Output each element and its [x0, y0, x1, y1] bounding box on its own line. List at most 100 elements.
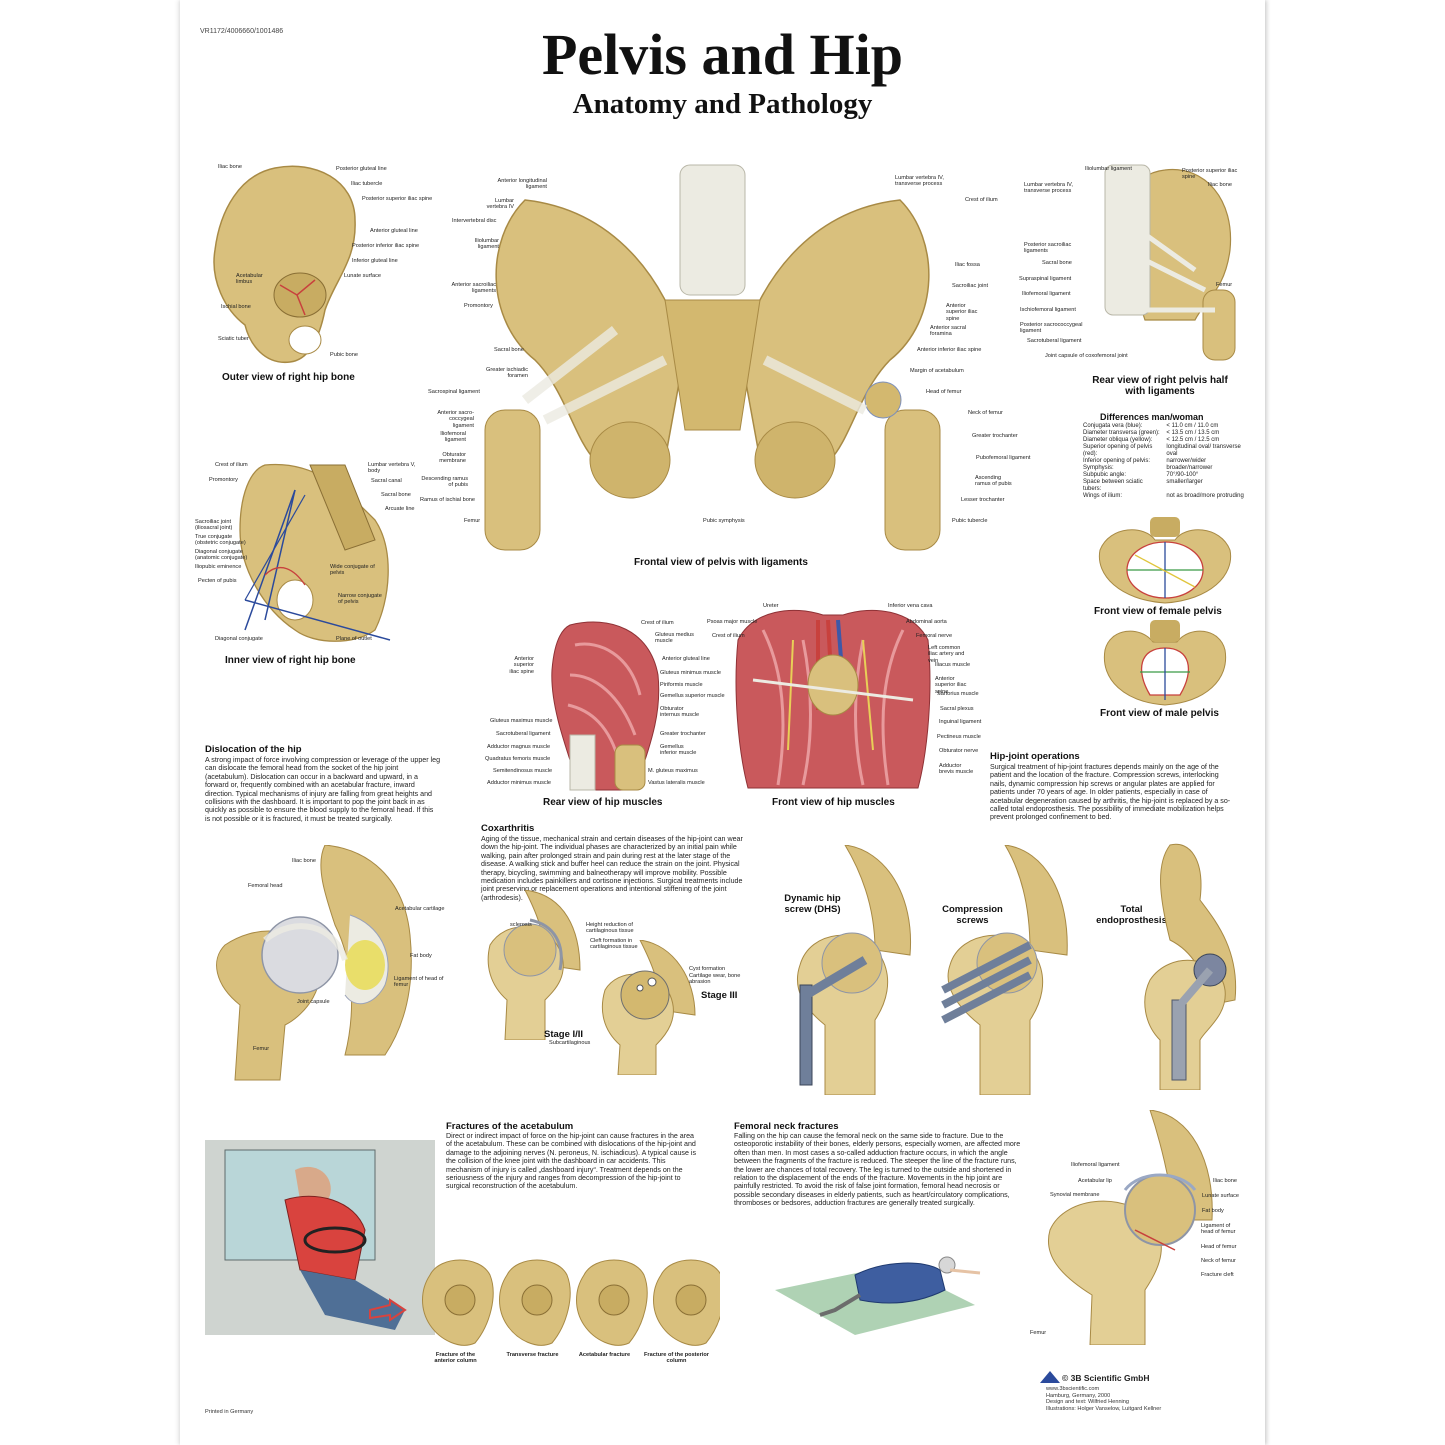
inner-label-13: Diagonal conjugate [215, 636, 263, 642]
rear-pelvis-label-1: Posterior superior iliac spine [1182, 168, 1238, 181]
stage12-label-2: Cleft formation in cartilaginous tissue [590, 938, 638, 951]
front-muscle-right-label-11: Adductor brevis muscle [939, 763, 974, 776]
outer-label-11: Pubic bone [330, 352, 358, 358]
male-pelvis-illustration [1103, 620, 1227, 706]
rear-muscle-right-label-5: Gemellus superior muscle [660, 693, 725, 699]
dhs-illustration [796, 845, 912, 1095]
frontal-left-label-9: Anterior sacro-coccygeal ligament [437, 410, 474, 429]
inner-label-2: Lumbar vertebra V, body [368, 462, 416, 475]
dislocation-label-0: Iliac bone [292, 858, 316, 864]
inner-hip-bone-illustration [239, 463, 391, 642]
frontal-left-label-10: Iliofemoral ligament [440, 431, 466, 444]
differences-label: Diameter obliqua (yellow): [1083, 437, 1153, 443]
poster-subtitle: Anatomy and Pathology [572, 88, 873, 120]
dislocation-illustration [216, 845, 412, 1081]
femoral-neck-label-10: Femur [1030, 1330, 1047, 1336]
differences-row: Symphysis:broader/narrower [1083, 465, 1253, 472]
frontal-right-label-0: Lumbar vertebra IV, transverse process [895, 175, 944, 188]
rear-muscle-left-label-4: Quadratus femoris muscle [485, 756, 551, 762]
stage12-label-1: Height reduction of cartilaginous tissue [586, 922, 634, 935]
outer-label-4: Anterior gluteal line [370, 228, 418, 234]
coxarthritis-heading: Coxarthritis [481, 823, 535, 834]
rear-muscle-right-label-6: Obturator internus muscle [660, 706, 700, 719]
rear-muscle-right-label-7: Greater trochanter [660, 731, 706, 737]
inner-label-12: Narrow conjugate of pelvis [338, 593, 382, 606]
outer-label-0: Iliac bone [218, 164, 242, 170]
rear-pelvis-label-12: Femur [1216, 282, 1233, 288]
front-hip-muscles-illustration [735, 609, 931, 789]
outer-label-1: Posterior gluteal line [336, 166, 387, 172]
operations-body: Surgical treatment of hip-joint fracture… [990, 763, 1231, 822]
femoral-neck-label-0: Iliofemoral ligament [1071, 1162, 1120, 1168]
rear-pelvis-label-2: Lumbar vertebra IV, transverse process [1024, 182, 1073, 195]
differences-value: < 11.0 cm / 11.0 cm [1166, 423, 1219, 429]
dislocation-label-3: Fat body [410, 953, 432, 959]
frontal-left-label-1: Lumbar vertebra IV [486, 198, 514, 211]
differences-value: smaller/larger [1166, 479, 1203, 485]
rear-muscle-left-label-0: Anterior superior iliac spine [509, 656, 534, 675]
3b-logo-icon [1040, 1371, 1060, 1383]
front-muscle-right-label-8: Inguinal ligament [939, 719, 982, 725]
rear-muscle-left-label-1: Gluteus maximus muscle [490, 718, 553, 724]
femoral-neck-label-6: Ligament of head of femur [1201, 1223, 1236, 1236]
front-muscle-right-label-3: Left common iliac artery and vein [928, 645, 965, 664]
frontal-left-label-7: Greater ischiadic foramen [486, 367, 528, 380]
female-pelvis-illustration [1098, 517, 1232, 604]
inner-label-7: True conjugate (obstetric conjugate) [195, 534, 246, 547]
caption-compression: Compression screws [942, 904, 1003, 926]
rear-pelvis-label-4: Posterior sacroiliac ligaments [1024, 242, 1072, 255]
outer-hip-bone-illustration [213, 165, 356, 363]
acetabulum-fracture-types-illustration [422, 1259, 720, 1346]
rear-muscle-left-label-2: Sacrotuberal ligament [496, 731, 551, 737]
frontal-right-label-3: Sacroiliac joint [952, 283, 989, 289]
femoral-neck-label-7: Head of femur [1201, 1244, 1237, 1250]
inner-label-5: Arcuate line [385, 506, 415, 512]
caption-stage3: Stage III [701, 990, 738, 1001]
caption-inner-hip-bone: Inner view of right hip bone [225, 655, 356, 666]
front-muscle-label-psoas: Psoas major muscle [707, 619, 758, 625]
differences-row: Superior opening of pelvis (red):longitu… [1083, 444, 1253, 458]
front-muscle-right-label-5: Anterior superior iliac spine [935, 676, 967, 695]
frontal-right-label-1: Crest of ilium [965, 197, 998, 203]
inner-label-8: Diagonal conjugate (anatomic conjugate) [195, 549, 248, 562]
inner-label-9: Iliopubic eminence [195, 564, 242, 570]
differences-row: Diameter obliqua (yellow):< 12.5 cm / 12… [1083, 437, 1253, 444]
frontal-left-label-8: Sacrospinal ligament [428, 389, 480, 395]
differences-label: Diameter transversa (green): [1083, 430, 1160, 436]
outer-label-3: Posterior superior iliac spine [362, 196, 433, 202]
outer-label-6: Inferior gluteal line [352, 258, 398, 264]
frontal-right-label-6: Anterior inferior iliac spine [917, 347, 982, 353]
differences-value: < 13.5 cm / 13.5 cm [1166, 430, 1220, 436]
outer-label-9: Ischial bone [221, 304, 251, 310]
differences-row: Inferior opening of pelvis:narrower/wide… [1083, 458, 1253, 465]
compression-screws-illustration [941, 845, 1068, 1095]
footer-credit-2: Design and text: Wilfried Henning [1046, 1399, 1130, 1406]
frontal-left-label-14: Femur [464, 518, 481, 524]
frontal-left-label-5: Promontory [464, 303, 493, 309]
caption-dhs: Dynamic hip screw (DHS) [784, 893, 841, 915]
footer-credit-1: Hamburg, Germany, 2000 [1046, 1392, 1111, 1399]
outer-label-2: Iliac tubercle [351, 181, 383, 187]
frontal-pelvis-illustration [484, 164, 941, 551]
dislocation-label-1: Femoral head [248, 883, 283, 889]
inner-label-4: Sacral bone [381, 492, 411, 498]
outer-label-5: Posterior inferior iliac spine [352, 243, 420, 249]
femoral-neck-label-9: Fracture cleft [1201, 1272, 1234, 1278]
frontal-right-label-4: Anterior superior iliac spine [946, 303, 978, 322]
differences-value: broader/narrower [1166, 465, 1213, 471]
dislocation-label-5: Joint capsule [297, 999, 330, 1005]
rear-muscle-left-label-6: Adductor minimus muscle [487, 780, 552, 786]
stage-12-illustration [487, 890, 581, 1040]
femoral-neck-label-5: Fat body [1202, 1208, 1224, 1214]
inner-label-14: Plane of outlet [336, 636, 372, 642]
rear-hip-muscles-illustration [551, 621, 660, 791]
femoral-neck-label-8: Neck of femur [1201, 1258, 1236, 1264]
rear-pelvis-label-6: Supraspinal ligament [1019, 276, 1072, 282]
operations-heading: Hip-joint operations [990, 751, 1080, 762]
femoral-neck-label-1: Acetabular lip [1078, 1178, 1112, 1184]
frontal-right-label-11: Pubofemoral ligament [976, 455, 1031, 461]
frontal-label-pubic-symphysis: Pubic symphysis [703, 518, 745, 524]
rear-muscle-right-label-4: Piriformis muscle [660, 682, 703, 688]
frontal-right-label-7: Margin of acetabulum [910, 368, 964, 374]
differences-value: longitudinal oval/ transverse oval [1166, 444, 1241, 457]
